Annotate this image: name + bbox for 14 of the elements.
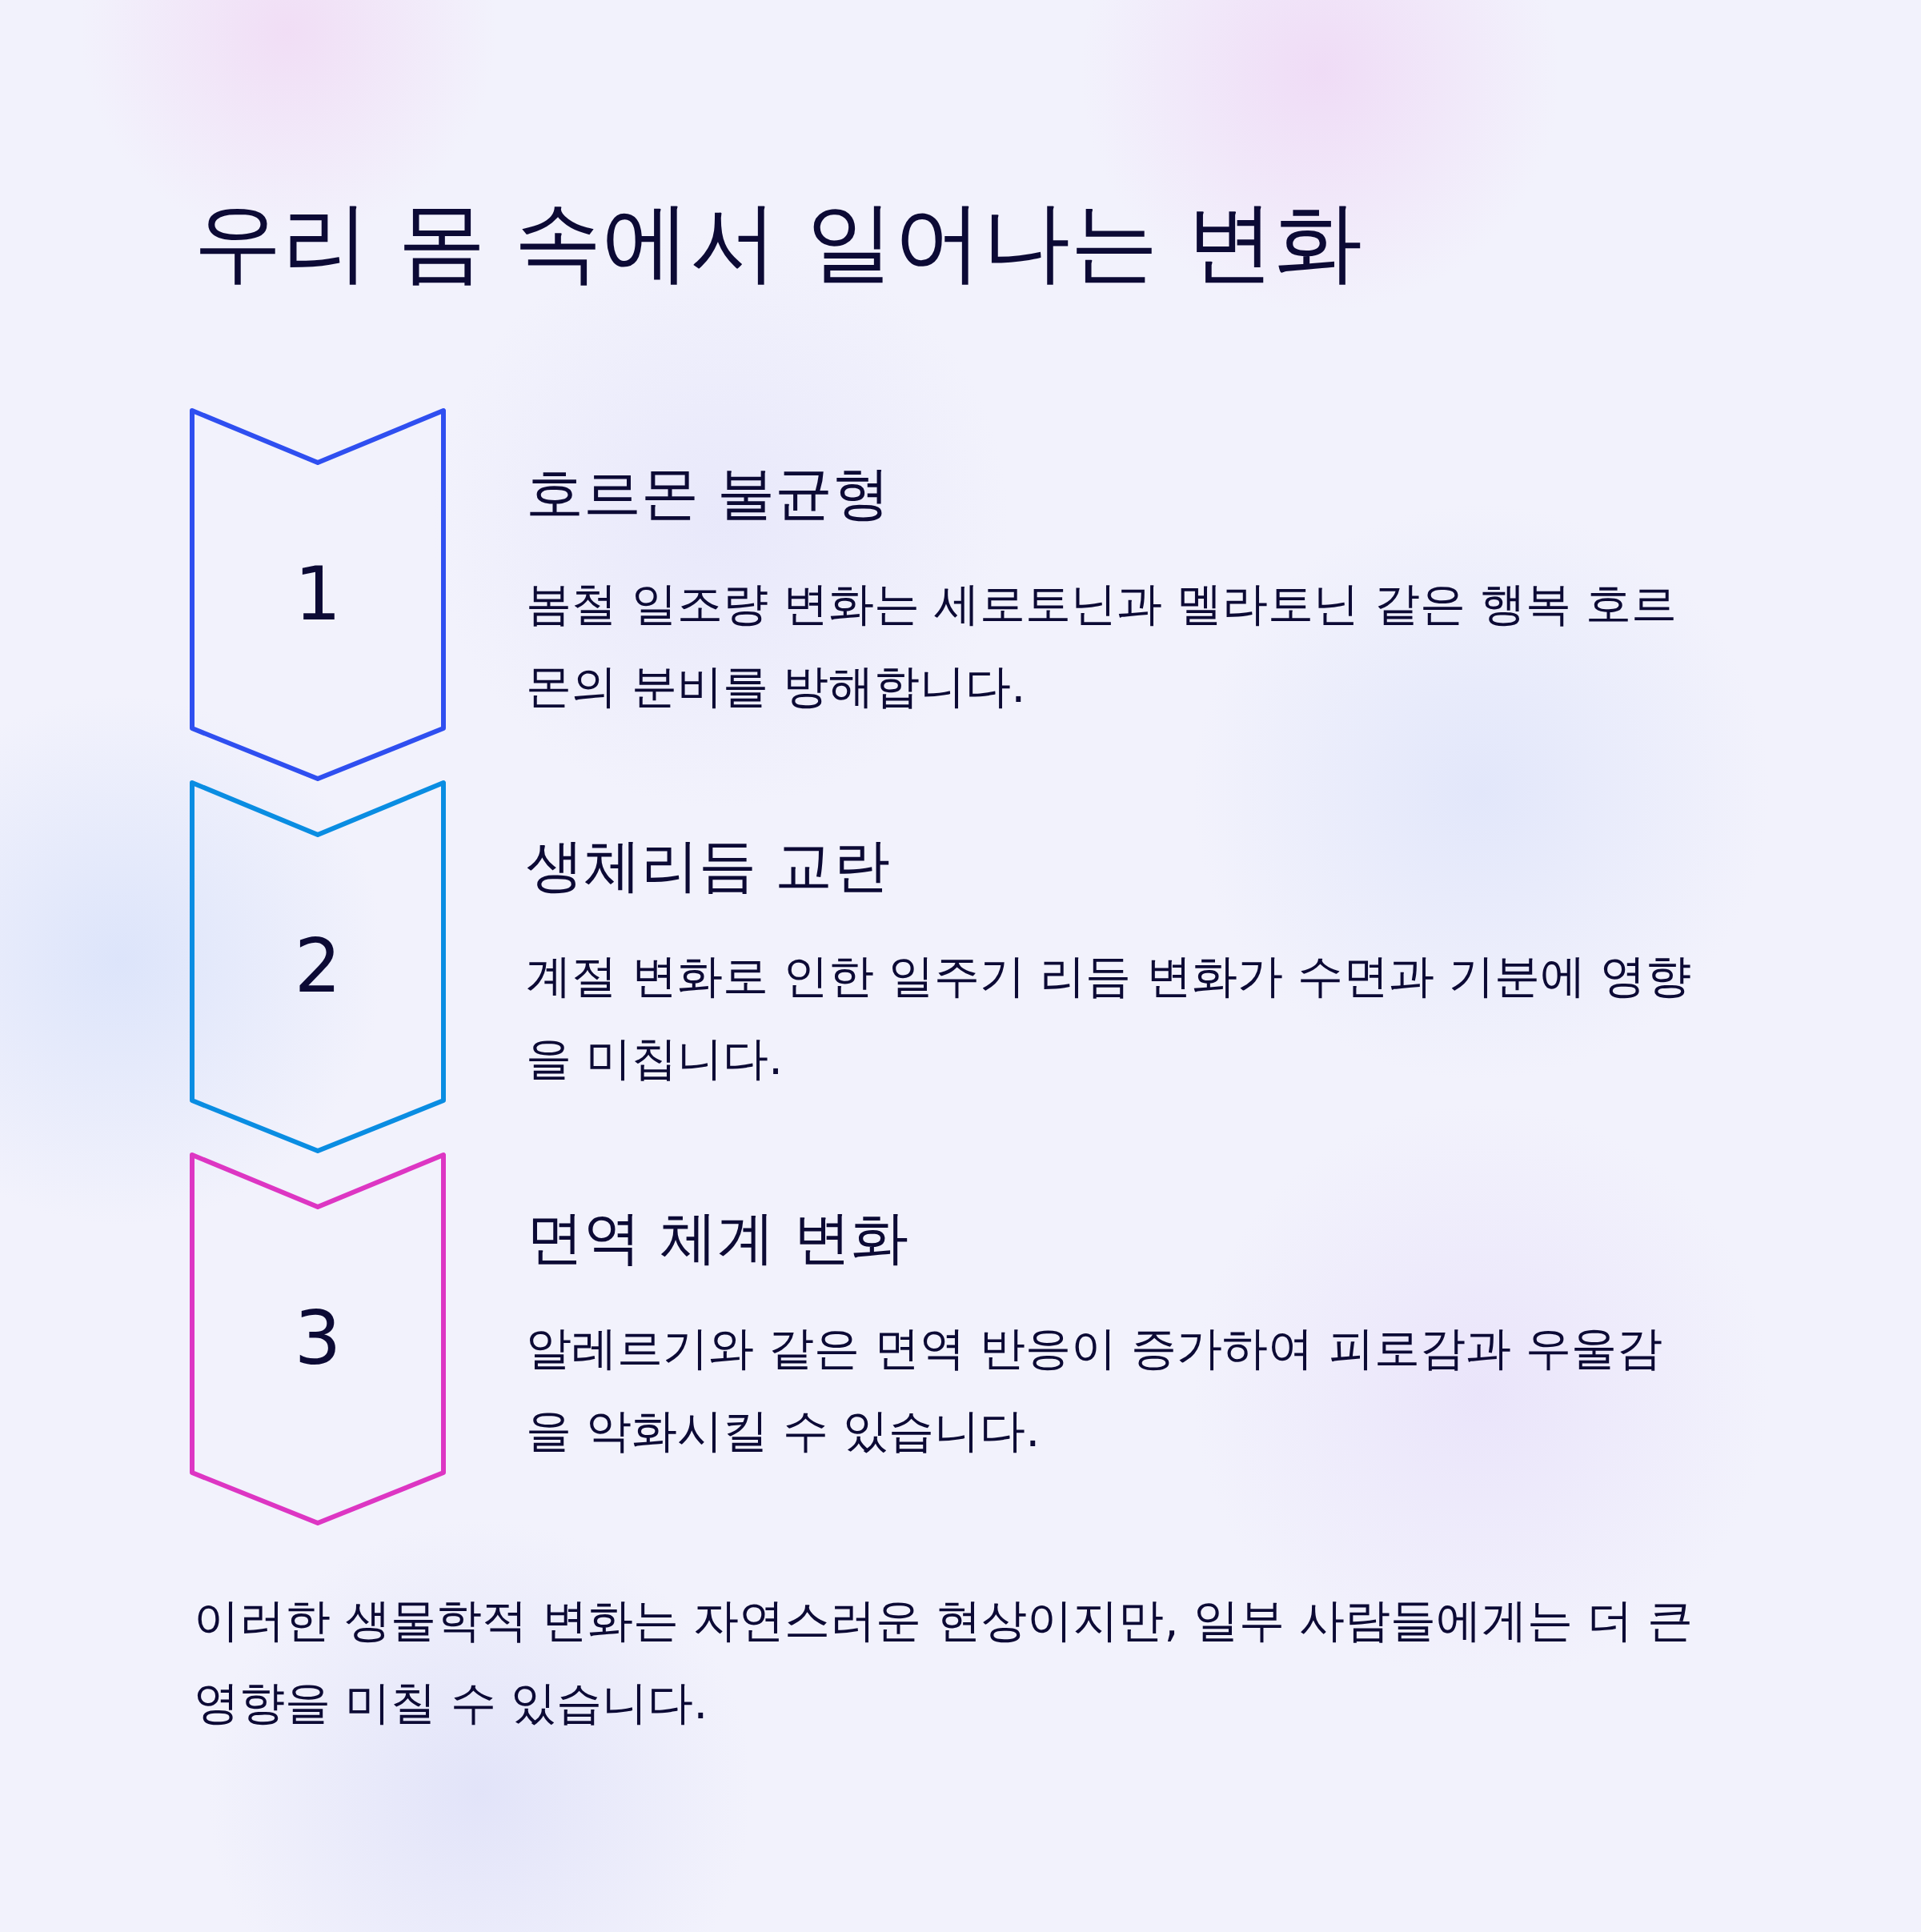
- step-heading: 면역 체계 변화: [526, 1203, 908, 1273]
- step-description: 봄철 일조량 변화는 세로토닌과 멜라토닌 같은 행복 호르몬의 분비를 방해합니다.: [526, 576, 1678, 714]
- step-heading: 호르몬 불균형: [526, 459, 890, 528]
- step-number: 2: [294, 927, 342, 1007]
- step-heading: 생체리듬 교란: [526, 831, 890, 900]
- chevron-step: [190, 1152, 446, 1525]
- title: 우리 몸 속에서 일어나는 변화: [194, 190, 1362, 295]
- chevron-step: [190, 780, 446, 1153]
- chevron-step: [190, 408, 446, 781]
- summary-text: 이러한 생물학적 변화는 자연스러운 현상이지만, 일부 사람들에게는 더 큰 영향을 미칠 수 있습니다.: [194, 1593, 1694, 1730]
- step-number: 3: [294, 1299, 342, 1379]
- step-description: 계절 변화로 인한 일주기 리듬 변화가 수면과 기분에 영향을 미칩니다.: [526, 948, 1692, 1086]
- step-number: 1: [294, 555, 342, 635]
- step-description: 알레르기와 같은 면역 반응이 증가하여 피로감과 우울감을 악화시킬 수 있습니다.: [526, 1321, 1663, 1458]
